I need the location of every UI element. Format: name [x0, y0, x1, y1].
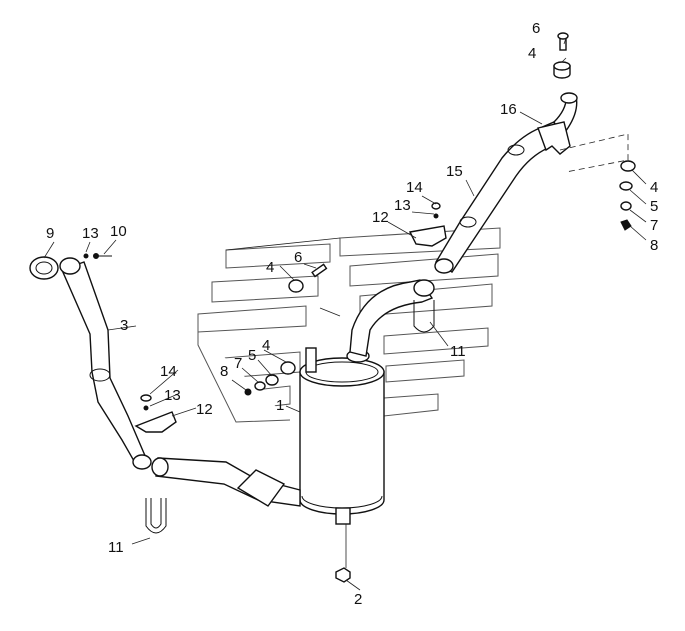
callout-9: 9 — [46, 225, 54, 242]
callout-4-right: 4 — [650, 179, 658, 196]
front-pipe — [29, 256, 152, 470]
callout-6-top: 6 — [532, 20, 540, 37]
callout-10: 10 — [110, 223, 127, 240]
callout-6-frame: 6 — [294, 249, 302, 266]
muffler-outlet-pipe — [349, 279, 435, 357]
u-bolt-clamp-front — [145, 498, 167, 534]
callout-4-top: 4 — [528, 45, 536, 62]
top-bolt-and-washer — [553, 32, 571, 79]
callout-15: 15 — [446, 163, 463, 180]
muffler — [299, 347, 385, 525]
callout-2: 2 — [354, 591, 362, 608]
callout-8-muffler: 8 — [220, 363, 228, 380]
callout-labels: 1 2 3 4 4 4 4 5 5 6 6 7 7 8 8 9 10 11 11… — [46, 20, 658, 608]
flange-bolt — [83, 253, 112, 259]
clamp-bracket-rear — [408, 202, 447, 247]
callout-5-right: 5 — [650, 198, 658, 215]
callout-8-right: 8 — [650, 237, 658, 254]
intermediate-pipe — [151, 457, 301, 507]
leader-lines — [43, 37, 647, 591]
callout-5-muffler: 5 — [248, 347, 256, 364]
nut — [335, 567, 351, 583]
muffler-mount-hardware — [244, 263, 328, 396]
callout-11-front: 11 — [108, 539, 124, 556]
callout-12-rear: 12 — [372, 209, 389, 226]
callout-16: 16 — [500, 101, 517, 118]
clamp-bracket-front — [134, 394, 177, 433]
rear-hanger-bracket — [559, 133, 636, 231]
callout-14-rear: 14 — [406, 179, 423, 196]
callout-13-front: 13 — [164, 387, 181, 404]
callout-11-rear: 11 — [450, 343, 466, 360]
callout-7-right: 7 — [650, 217, 658, 234]
u-bolt-clamp-rear — [413, 300, 435, 333]
callout-13-flange: 13 — [82, 225, 99, 242]
callout-13-rear: 13 — [394, 197, 411, 214]
callout-4-frame: 4 — [266, 259, 274, 276]
tail-pipe — [434, 92, 578, 274]
callout-7-muffler: 7 — [234, 355, 242, 372]
callout-14-front: 14 — [160, 363, 177, 380]
callout-1: 1 — [276, 397, 284, 414]
callout-12-front: 12 — [196, 401, 213, 418]
callout-4-muffler: 4 — [262, 337, 270, 354]
callout-3: 3 — [120, 317, 128, 334]
